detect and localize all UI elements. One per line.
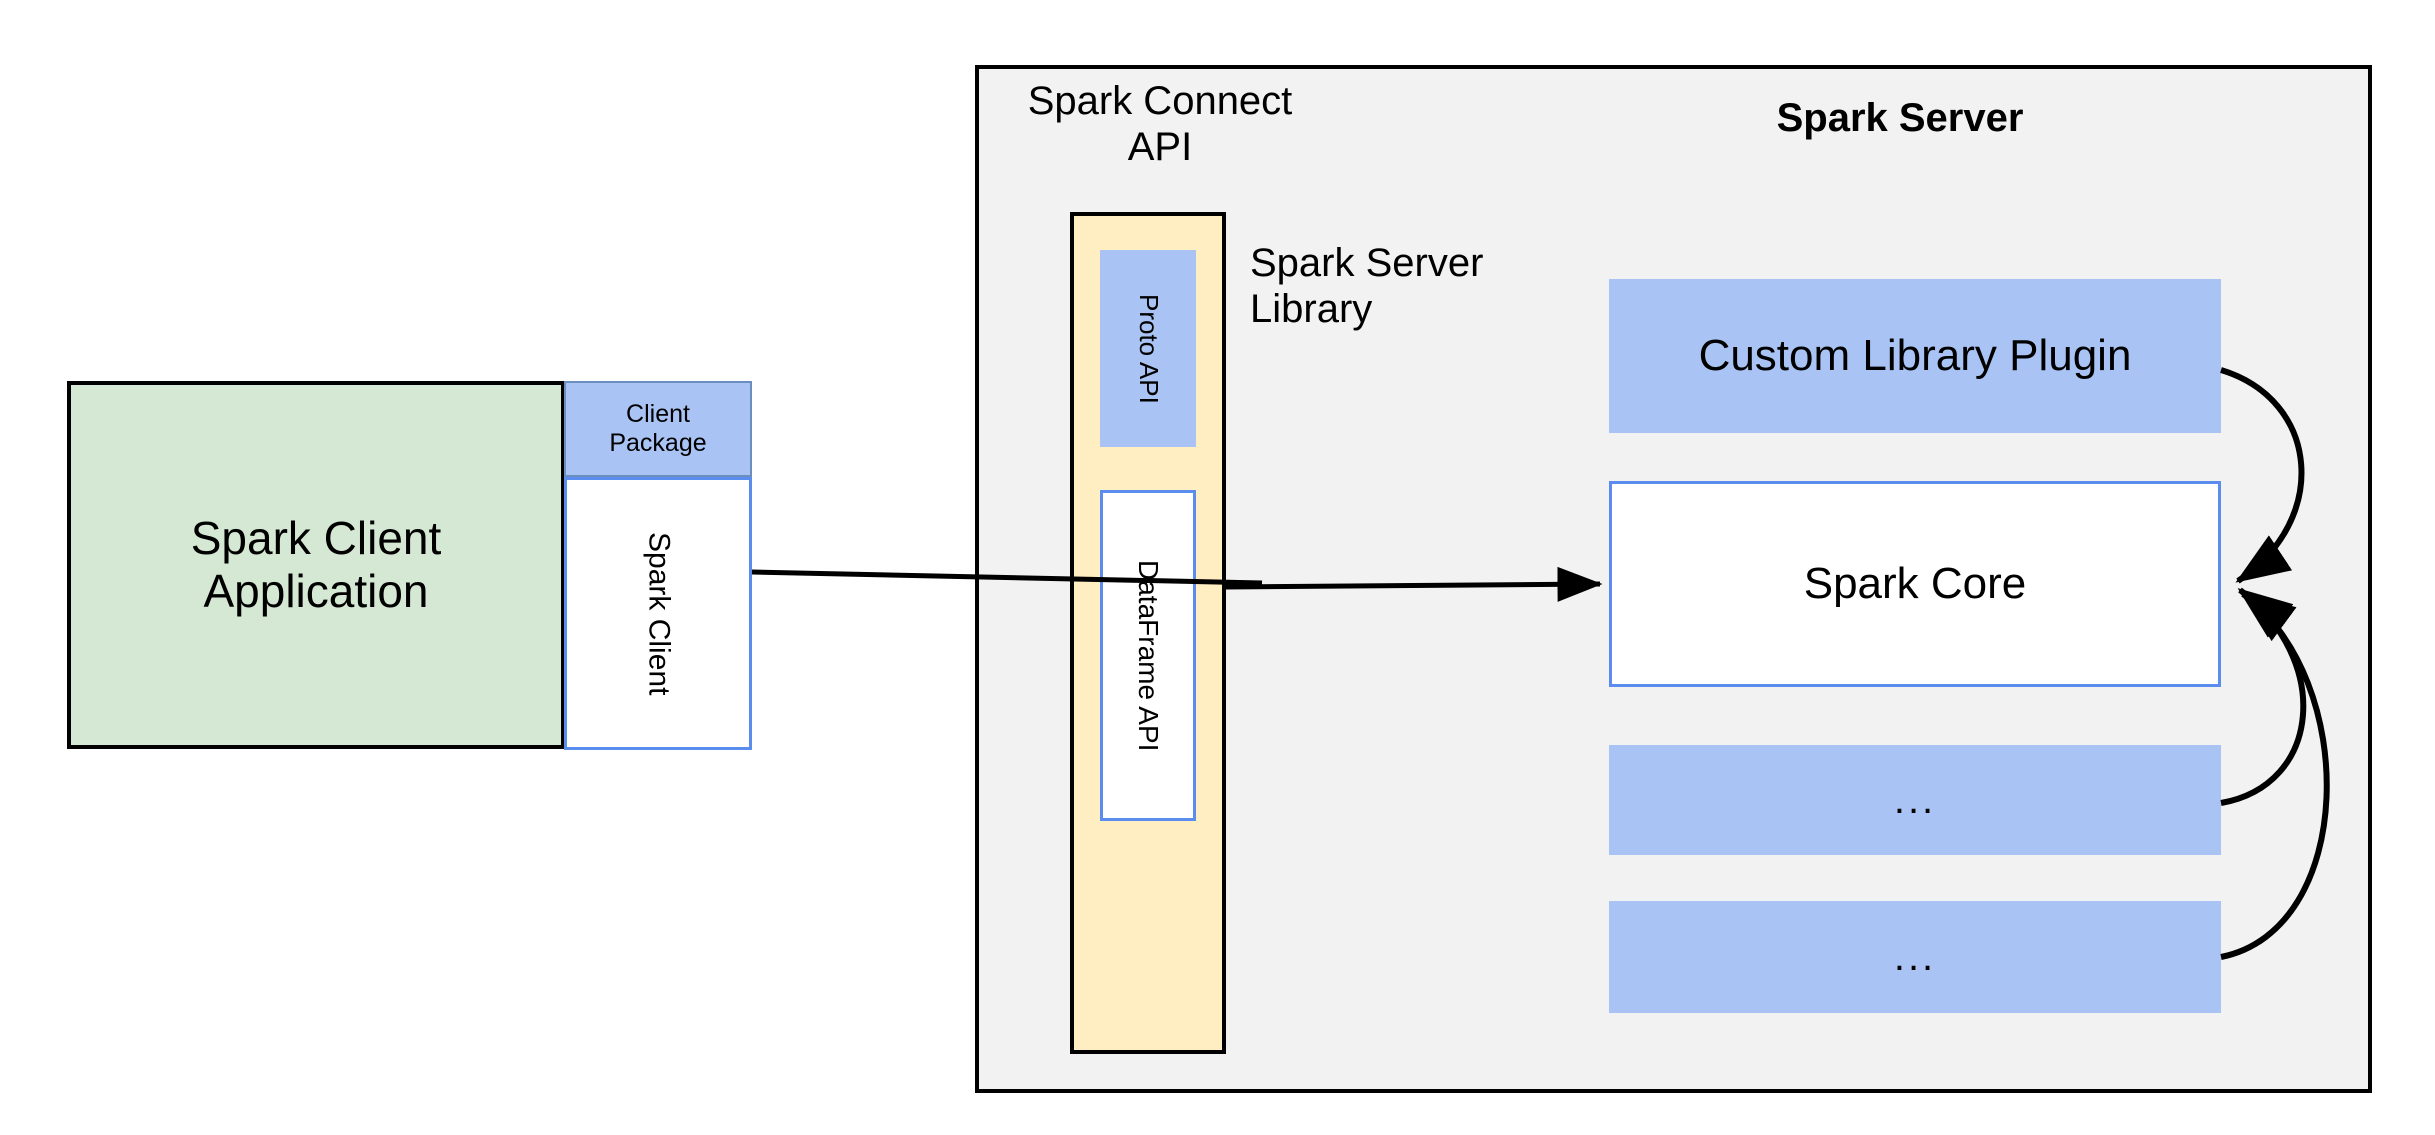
dataframe-api-box[interactable]: DataFrame API [1100,490,1196,821]
spark-core-label: Spark Core [1803,558,2027,608]
spark-core-box[interactable]: Spark Core [1609,481,2221,687]
spark-server-title: Spark Server [1776,96,2024,140]
ellipsis-box-2-label: ... [1893,935,1937,979]
ellipsis-box-1[interactable]: ... [1609,745,2221,855]
ellipsis-box-2[interactable]: ... [1609,901,2221,1013]
spark-client-application-box[interactable]: Spark Client Application [67,381,565,749]
spark-client-label: Spark Client [642,531,676,696]
client-package-label: Client Package [609,400,707,457]
dataframe-api-label: DataFrame API [1133,559,1165,752]
proto-api-box[interactable]: Proto API [1100,250,1196,447]
proto-api-label: Proto API [1133,293,1164,404]
spark-client-box[interactable]: Spark Client [564,477,752,750]
spark-server-library-caption: Spark Server Library [1250,241,1484,331]
ellipsis-box-1-label: ... [1893,778,1937,822]
client-package-box[interactable]: Client Package [564,381,752,477]
custom-library-plugin-box[interactable]: Custom Library Plugin [1609,279,2221,433]
custom-library-plugin-label: Custom Library Plugin [1698,330,2132,380]
spark-connect-api-caption: Spark Connect API [1027,79,1293,169]
spark-client-application-label: Spark Client Application [190,512,442,617]
